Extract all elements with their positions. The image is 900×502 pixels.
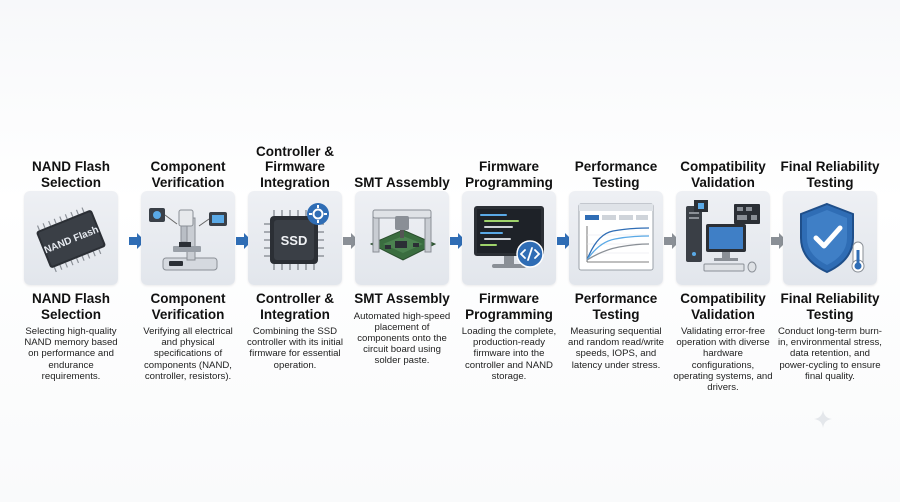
step-subtitle: NAND Flash Selection	[31, 291, 110, 322]
step-performance-testing: Performance Testing Performance Testing …	[564, 140, 668, 371]
step-subtitle: Firmware Programming	[465, 291, 553, 322]
step-title: Component Verification	[150, 159, 226, 190]
step-subtitle: Controller & Integration	[255, 291, 334, 322]
step-firmware-programming: Firmware Programming Firmware Programmin…	[457, 140, 561, 382]
step-subtitle: Performance Testing	[574, 291, 658, 322]
step-subtitle: Compatibility Validation	[680, 291, 766, 322]
performance-chart-icon	[578, 203, 654, 271]
sparkle-icon	[814, 410, 832, 428]
microscope-icon	[149, 208, 227, 271]
step-compatibility-validation: Compatibility Validation Compatibility V…	[671, 140, 775, 393]
step-card	[676, 191, 770, 285]
step-title: Performance Testing	[574, 159, 658, 190]
step-title: SMT Assembly	[354, 174, 450, 190]
step-subtitle: SMT Assembly	[354, 291, 450, 306]
shield-check-icon	[800, 202, 865, 274]
step-card	[783, 191, 877, 285]
step-title: Compatibility Validation	[680, 159, 766, 190]
step-final-reliability-testing: Final Reliability Testing Final Reliabil…	[778, 140, 882, 382]
step-description: Automated high-speed placement of compon…	[353, 310, 451, 367]
code-monitor-icon	[474, 206, 544, 268]
step-title: Firmware Programming	[465, 159, 553, 190]
step-subtitle: Component Verification	[150, 291, 226, 322]
step-controller-firmware-integration: Controller & Firmware Integration SSD	[243, 140, 347, 371]
step-description: Conduct long-term burn-in, environmental…	[778, 326, 882, 382]
step-nand-flash-selection: NAND Flash Selection NAND Flash	[19, 140, 123, 382]
step-description: Measuring sequential and random read/wri…	[568, 326, 664, 371]
nand-chip-icon: NAND Flash	[36, 207, 106, 273]
ssd-chip-label: SSD	[281, 233, 308, 248]
step-description: Validating error-free operation with div…	[673, 326, 773, 394]
step-description: Combining the SSD controller with its in…	[247, 326, 343, 371]
step-title: Controller & Firmware Integration	[255, 143, 334, 190]
step-card	[462, 191, 556, 285]
step-card	[141, 191, 235, 285]
step-title: NAND Flash Selection	[31, 159, 110, 190]
step-description: Selecting high-quality NAND memory based…	[24, 326, 118, 382]
step-card: NAND Flash	[24, 191, 118, 285]
step-description: Verifying all electrical and physical sp…	[143, 326, 233, 382]
step-component-verification: Component Verification Component Verific…	[136, 140, 240, 382]
computer-setup-icon	[686, 200, 760, 273]
step-card: SSD	[248, 191, 342, 285]
step-smt-assembly: SMT Assembly SMT Assembly Automated high…	[350, 140, 454, 367]
step-title: Final Reliability Testing	[780, 159, 880, 190]
step-card	[569, 191, 663, 285]
smt-machine-icon	[369, 209, 437, 261]
step-subtitle: Final Reliability Testing	[780, 291, 880, 322]
step-card	[355, 191, 449, 285]
step-description: Loading the complete, production-ready f…	[461, 326, 557, 382]
ssd-controller-icon: SSD	[264, 203, 329, 270]
